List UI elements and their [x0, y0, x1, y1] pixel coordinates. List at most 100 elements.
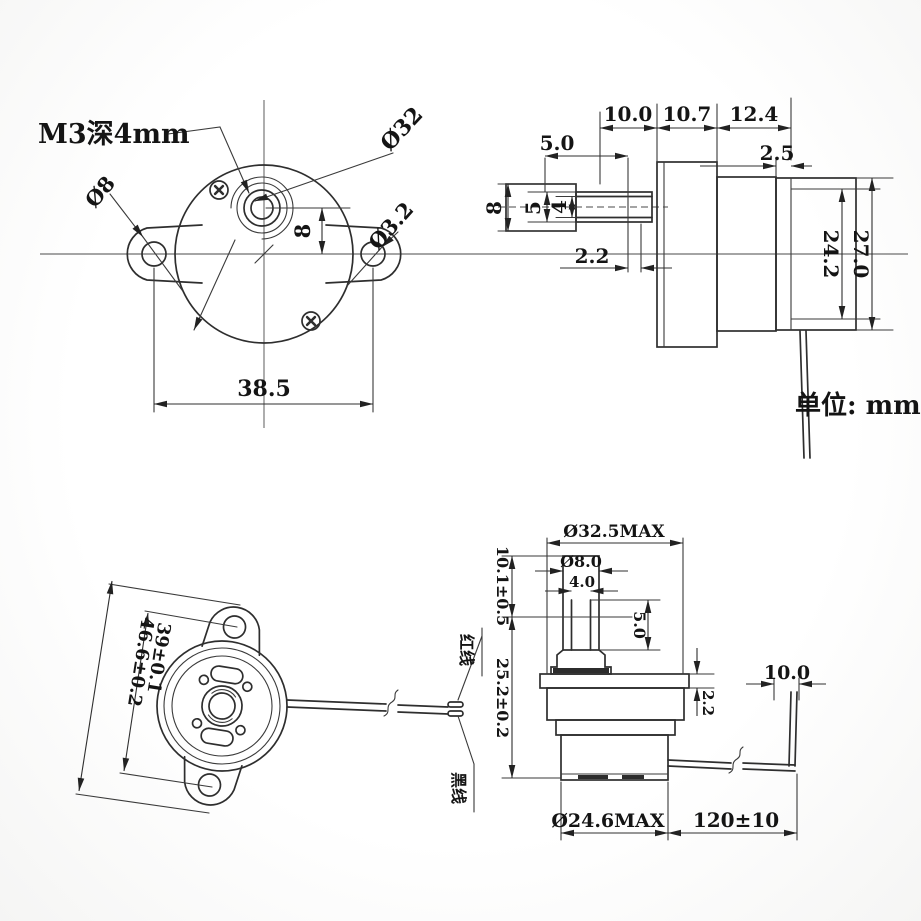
- dim-shaft4-text: 4: [547, 200, 571, 214]
- bottom-ear-tab: [183, 755, 243, 806]
- rivet-hole: [198, 674, 210, 686]
- front-plate: [656, 161, 718, 348]
- wire-top-terminal: [447, 701, 464, 708]
- output-shaft: [562, 555, 600, 651]
- right-hole-dia-label: Ø3.2: [363, 197, 418, 254]
- gearbox-step: [555, 719, 676, 736]
- bearing-boss: [201, 685, 243, 727]
- black-wire-leader: [457, 715, 475, 765]
- tap-depth-label: M3深4mm: [38, 119, 190, 150]
- side-view: 10.0 10.7 12.4 5.0 2.5 2.2 8 5 4 24.2 27…: [482, 97, 921, 459]
- right-hole-leader: [381, 231, 399, 248]
- right-ear-hole: [360, 241, 386, 267]
- top-ear-tab: [201, 606, 261, 657]
- bottom-slot: [200, 727, 234, 747]
- wire-top-seg1: [286, 699, 387, 705]
- dim-step-text: 2.2: [575, 244, 610, 268]
- body-dia-leader: [254, 152, 394, 202]
- dim-seg1-text: 10.0: [604, 102, 653, 126]
- screw-top-left: [209, 180, 229, 200]
- ear-span-dim-line: [77, 580, 114, 792]
- lead-seg1-top: [667, 759, 732, 764]
- maxdia-text: Ø32.5MAX: [563, 522, 665, 542]
- dim-shaft8-text: 8: [482, 201, 506, 215]
- dim-can-outer-text: 27.0: [849, 230, 873, 279]
- wire-break-symbol: [383, 689, 399, 717]
- motor-can: [775, 177, 857, 331]
- rivet-hole: [235, 724, 246, 736]
- flatwidth-text: 4.0: [569, 573, 595, 591]
- front-view: M3深4mm Ø32 Ø8 Ø3.2 8 38.5: [38, 100, 428, 428]
- wire-bottom-seg2: [397, 711, 449, 715]
- motor-body-circle: [174, 164, 354, 344]
- lead-break-symbol: [728, 746, 744, 774]
- ear-span-ext-top: [108, 583, 241, 606]
- hole-span-ext-bottom: [119, 772, 213, 788]
- shaft-bore: [208, 692, 236, 720]
- red-wire-leader: [457, 635, 483, 701]
- collar-base-band: [553, 668, 609, 673]
- candia-text: Ø24.6MAX: [551, 810, 665, 832]
- wire-bottom-terminal: [447, 710, 464, 717]
- bodylen-text: 25.2±0.2: [493, 658, 512, 738]
- back-view: 46.6±0.2 39±0.1 红线 黑线: [75, 580, 483, 814]
- back-mid-rim: [163, 647, 281, 765]
- retainer-arc-bottom: [207, 714, 233, 723]
- body-dia-leader-2: [193, 239, 236, 331]
- right-ear-tab: [325, 224, 402, 284]
- can-mark-b: [622, 775, 644, 779]
- back-outer-rim: [156, 640, 288, 772]
- ear-span-ext-bottom: [75, 793, 210, 814]
- right-hole-leader-tail: [346, 246, 383, 287]
- dim-seg3-text: 12.4: [730, 102, 779, 126]
- gearbox-top-plate: [539, 673, 690, 689]
- wirelen-text: 120±10: [693, 808, 779, 832]
- lead-tip-b: [794, 691, 798, 767]
- left-hole-dia-label: Ø8: [80, 171, 120, 212]
- motor-can-body: [560, 734, 669, 781]
- red-wire-label: 红线: [457, 634, 476, 666]
- black-wire-label: 黑线: [449, 772, 468, 804]
- retainer-arc-top: [211, 689, 237, 698]
- lead-seg2-top: [742, 762, 796, 766]
- rivet-hole: [191, 717, 203, 729]
- lead-seg2-bottom: [742, 768, 796, 772]
- shaft-step-5: [575, 191, 653, 223]
- top-ear-hole: [222, 615, 247, 639]
- unit-note: 单位: mm: [795, 390, 921, 421]
- lead-wire-b: [805, 330, 811, 459]
- dim-seg2-text: 10.7: [663, 102, 712, 126]
- shaftlen-text: 10.1±0.5: [493, 546, 512, 626]
- left-hole-leader-tail: [142, 236, 183, 291]
- hole-span-ext-top: [144, 610, 238, 628]
- bottom-ear-hole: [197, 773, 222, 797]
- left-hole-leader: [109, 193, 144, 238]
- flatlen-text: 5.0: [630, 611, 649, 639]
- lead-seg1-bottom: [667, 765, 732, 770]
- dim-lip-text: 2.5: [760, 141, 795, 165]
- span-dim-text: 38.5: [237, 376, 291, 402]
- dim-can-inner-text: 24.2: [819, 230, 843, 279]
- back-face: [171, 655, 273, 757]
- offset-dim-text: 8: [290, 224, 315, 239]
- body-dia-label: Ø32: [375, 102, 428, 156]
- dim-shaft5-text: 5: [521, 201, 545, 215]
- rivet-hole: [241, 681, 253, 693]
- screw-bottom-right: [301, 311, 321, 331]
- top-slot: [210, 665, 244, 685]
- can-mark-a: [578, 775, 608, 779]
- tap-leader-line: [167, 126, 250, 194]
- wire-top-seg2: [397, 704, 449, 708]
- left-ear-hole: [141, 241, 167, 267]
- lead-wire-a: [799, 330, 805, 459]
- tip-len-text: 10.0: [764, 662, 810, 684]
- wire-bottom-seg1: [286, 706, 387, 712]
- back-view-body: [156, 606, 288, 806]
- dim-front-len-text: 5.0: [540, 131, 575, 155]
- hub-outer-arc: [230, 176, 294, 240]
- platet-text: 2.2: [699, 690, 717, 716]
- lead-tip-a: [788, 691, 792, 767]
- shaft-side-view: Ø32.5MAX Ø8.0 4.0 10.1±0.5 25.2±0.2 5.0 …: [493, 522, 826, 841]
